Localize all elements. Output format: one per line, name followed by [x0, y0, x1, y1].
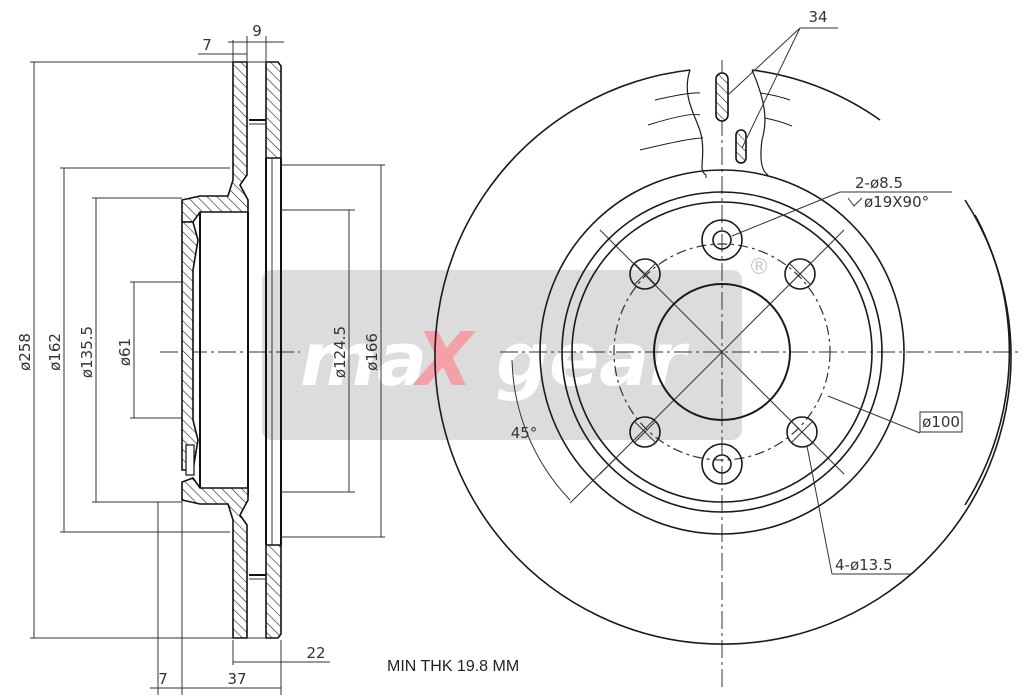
bolt-hole: [629, 258, 661, 290]
dim-hat-inner: ø135.5: [78, 326, 96, 378]
hat-outer-circle: [561, 191, 883, 513]
section-hat-top: [181, 61, 249, 223]
center-bore: [653, 283, 791, 421]
dim-outer-diameter: ø258: [16, 333, 34, 371]
angle-leg: [569, 457, 617, 504]
leader: [731, 191, 841, 237]
hat-inner-circle: [571, 201, 873, 503]
dim-vent-callout: 34: [808, 8, 827, 26]
watermark-text-x: X: [412, 317, 477, 403]
vent-slot-2: [735, 129, 747, 164]
angle-arc: [511, 359, 571, 501]
vent-slot-1: [715, 72, 729, 122]
watermark-text-right: gear: [496, 317, 690, 403]
vent-line: [639, 137, 704, 151]
disc-outer-edge-far: [964, 214, 1011, 506]
bolt-hole: [629, 416, 661, 448]
dim-friction-inner: ø124.5: [331, 326, 349, 378]
dim-vent-diameter: ø166: [363, 333, 381, 371]
dim-total-height: 37: [227, 670, 246, 688]
leader: [741, 27, 801, 149]
min-thickness-note: MIN THK 19.8 MM: [387, 658, 519, 675]
leader: [827, 395, 921, 434]
bolt-circle-box: [919, 411, 963, 433]
dim-locating-holes: 2-ø8.5: [855, 174, 903, 192]
locating-hole-countersink-top: [701, 219, 743, 261]
front-view: 34 2-ø8.5 ø19X90° ø100 4-ø13.5 45°: [434, 8, 1020, 690]
disc-outer-edge: [434, 69, 1012, 645]
vent-line: [654, 92, 701, 101]
cutaway-left: [686, 69, 707, 176]
vent-line: [764, 117, 793, 127]
section-outboard-plate-top: [265, 61, 282, 159]
section-hub-flange: [181, 221, 199, 471]
dim-bolt-circle: ø100: [922, 413, 960, 431]
dim-top-offset: 7: [202, 36, 212, 54]
leader: [727, 27, 801, 96]
dim-bottom-offset: 7: [158, 670, 168, 688]
section-view: ø258 ø162 ø135.5 ø61 ø124.5 ø166 7 9 22 …: [16, 22, 385, 695]
dim-angle: 45°: [511, 424, 538, 442]
registered-mark: ®: [748, 255, 770, 280]
dim-top-gap: 9: [252, 22, 262, 40]
bolt-circle: [613, 243, 831, 461]
bolt-hole: [784, 258, 816, 290]
locating-hole-countersink-bottom: [701, 443, 743, 485]
dim-bolt-holes: 4-ø13.5: [835, 556, 893, 574]
dim-hat-outer: ø162: [46, 333, 64, 371]
leader: [806, 445, 833, 575]
watermark-text-left: ma: [300, 317, 427, 403]
locating-hole-bottom: [712, 454, 732, 474]
countersink-symbol: [847, 197, 863, 207]
dim-disc-thickness: 22: [306, 644, 325, 662]
vent-line: [759, 92, 791, 101]
bolt-hole-section: [185, 444, 195, 476]
vent-line: [647, 114, 701, 126]
locating-hole-top: [712, 230, 732, 250]
section-outboard-plate-bottom: [265, 544, 282, 639]
bolt-hole: [786, 416, 818, 448]
section-hat-bottom: [181, 477, 249, 639]
dim-countersink: ø19X90°: [864, 193, 929, 211]
disc-outer-edge-right: [751, 69, 881, 121]
dim-center-bore: ø61: [116, 338, 134, 366]
friction-ring-inner: [539, 169, 905, 535]
